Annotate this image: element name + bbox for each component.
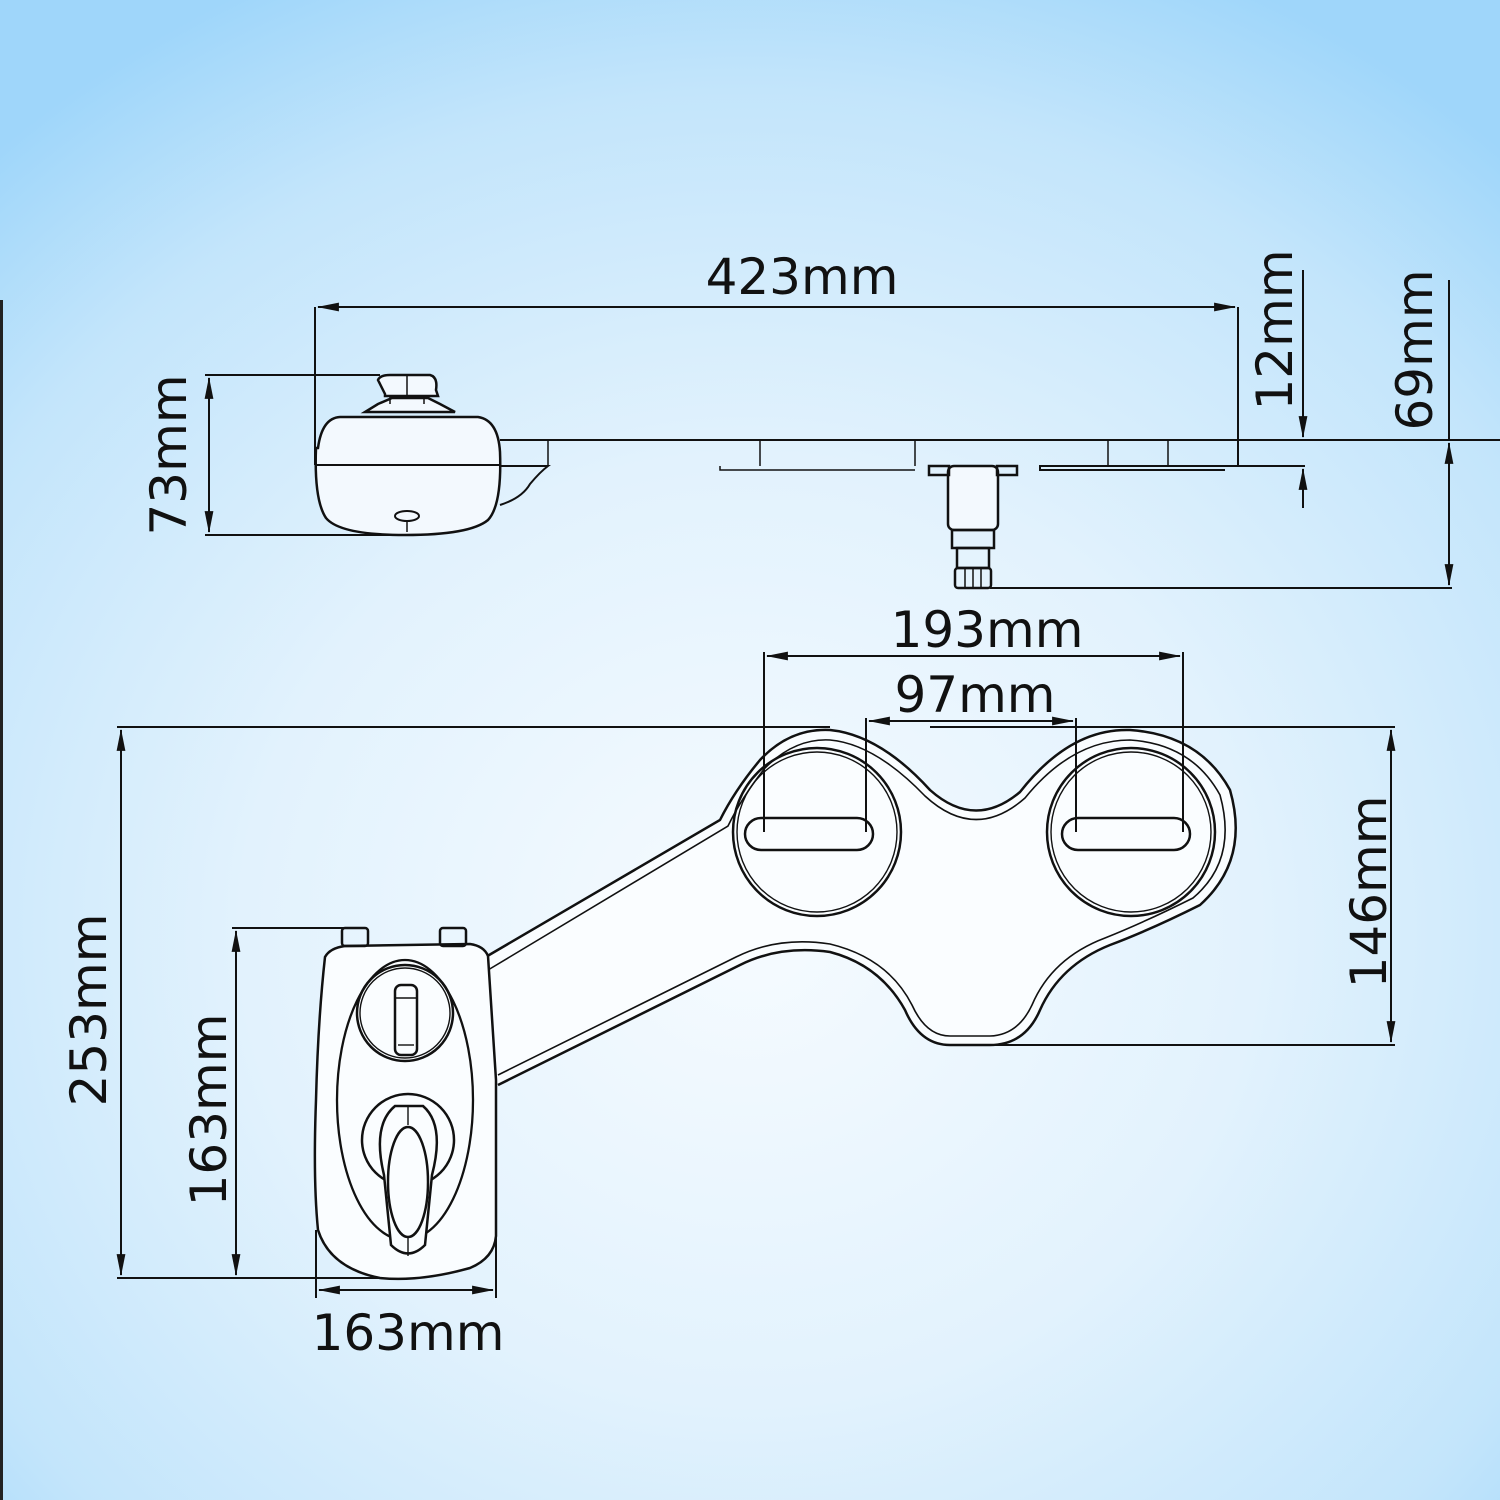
dim-label-plate-thickness: 12mm xyxy=(1246,249,1304,410)
side-view-dimensions xyxy=(204,270,1500,589)
right-mount-circle xyxy=(1045,746,1217,918)
top-mounting-plate xyxy=(483,728,1237,1087)
dim-label-overall-length: 423mm xyxy=(706,248,899,306)
left-edge-border xyxy=(0,300,3,1500)
side-inlet-fitting xyxy=(946,464,1000,532)
dim-label-control-width: 163mm xyxy=(312,1304,505,1362)
top-view-dimensions xyxy=(116,651,1396,1298)
dim-label-side-control-height: 73mm xyxy=(140,374,198,535)
dim-label-overall-depth: 253mm xyxy=(60,914,118,1107)
upper-dial-lever xyxy=(393,983,419,1057)
side-knob xyxy=(376,373,440,398)
dim-label-slot-inner-span: 97mm xyxy=(894,666,1055,724)
side-control-body xyxy=(314,415,502,537)
left-mount-circle xyxy=(731,746,903,918)
right-mount-slot xyxy=(1060,816,1192,852)
top-view xyxy=(313,728,1237,1281)
dim-label-plate-width: 146mm xyxy=(1340,796,1398,989)
side-view xyxy=(314,373,1239,590)
dim-label-total-height: 69mm xyxy=(1386,269,1444,430)
dim-label-slot-outer-span: 193mm xyxy=(891,601,1084,659)
left-mount-slot xyxy=(743,816,875,852)
dim-label-control-height: 163mm xyxy=(180,1014,238,1207)
upper-dial xyxy=(355,963,455,1063)
